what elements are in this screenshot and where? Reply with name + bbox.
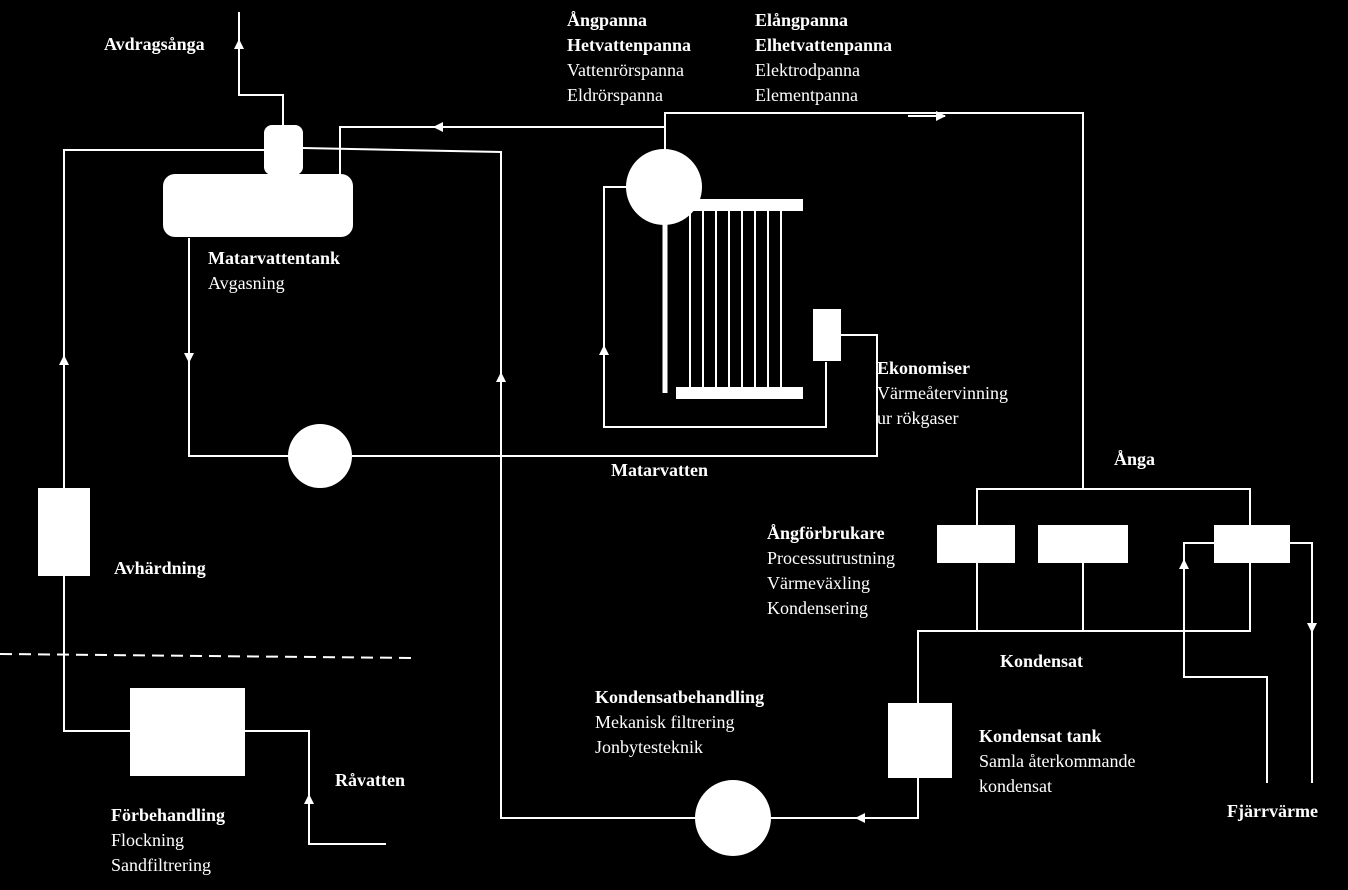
feedwater-tank-label: Matarvattentank Avgasning: [208, 248, 340, 293]
condensate-tank-label: Kondensat tank Samla återkommande konden…: [979, 726, 1136, 796]
district-heating-supply-line: [1183, 542, 1268, 783]
steam-header-line: [976, 488, 1251, 525]
feedwater-pump: [288, 424, 352, 488]
boiler-top-header: [676, 199, 803, 211]
steam-label: Ånga: [1114, 449, 1156, 469]
condensate-treatment-label: Kondensatbehandling Mekanisk filtrering …: [595, 687, 765, 757]
condensate-tank: [888, 703, 952, 778]
electric-boiler-label: Elångpanna Elhetvattenpanna Elektrodpann…: [755, 10, 893, 105]
softening-label: Avhärdning: [114, 558, 206, 578]
steam-consumer-3: [1214, 525, 1290, 563]
steam-consumer-1: [937, 525, 1015, 563]
feedwater-tank: [163, 174, 353, 237]
condensate-tank-to-pump-line: [771, 778, 919, 819]
boiler-steam-to-tank-line: [339, 126, 666, 175]
softening-to-tank-line: [63, 149, 264, 488]
steam-consumer-2: [1038, 525, 1128, 563]
economiser-box: [813, 309, 841, 361]
economiser-label: Ekonomiser Värmeåtervinning ur rökgaser: [877, 358, 1008, 428]
consumer3-drop-line: [917, 563, 1251, 703]
tank-to-pump-line: [188, 238, 290, 457]
degasser-dome: [264, 125, 303, 175]
economiser-to-boiler-line: [603, 186, 827, 428]
pretreatment-label: Förbehandling Flockning Sandfiltrering: [111, 805, 226, 875]
steam-consumers-label: Ångförbrukare Processutrustning Värmeväx…: [767, 523, 895, 618]
steam-supply-line: [664, 112, 1084, 489]
extraction-steam-line: [238, 12, 284, 125]
steam-boiler-label: Ångpanna Hetvattenpanna Vattenrörspanna …: [567, 10, 692, 105]
condensate-label: Kondensat: [1000, 651, 1084, 671]
district-heating-label: Fjärrvärme: [1227, 801, 1318, 821]
raw-water-line: [245, 730, 386, 845]
feedwater-label: Matarvatten: [611, 460, 708, 480]
pretreatment-unit: [130, 688, 245, 776]
condensate-pump: [695, 780, 771, 856]
district-heating-return-line: [1289, 542, 1313, 783]
boiler-bottom-header: [676, 387, 803, 399]
pretreatment-to-softening-line: [63, 576, 130, 732]
raw-water-label: Råvatten: [335, 770, 405, 790]
extraction-steam-label: Avdragsånga: [104, 34, 205, 54]
softening-unit: [38, 488, 90, 576]
pump-to-economiser-line: [352, 334, 878, 457]
condensate-header-line: [976, 563, 1083, 632]
condensate-to-tank-line: [302, 147, 696, 819]
boundary-dashed-line: [0, 653, 416, 659]
